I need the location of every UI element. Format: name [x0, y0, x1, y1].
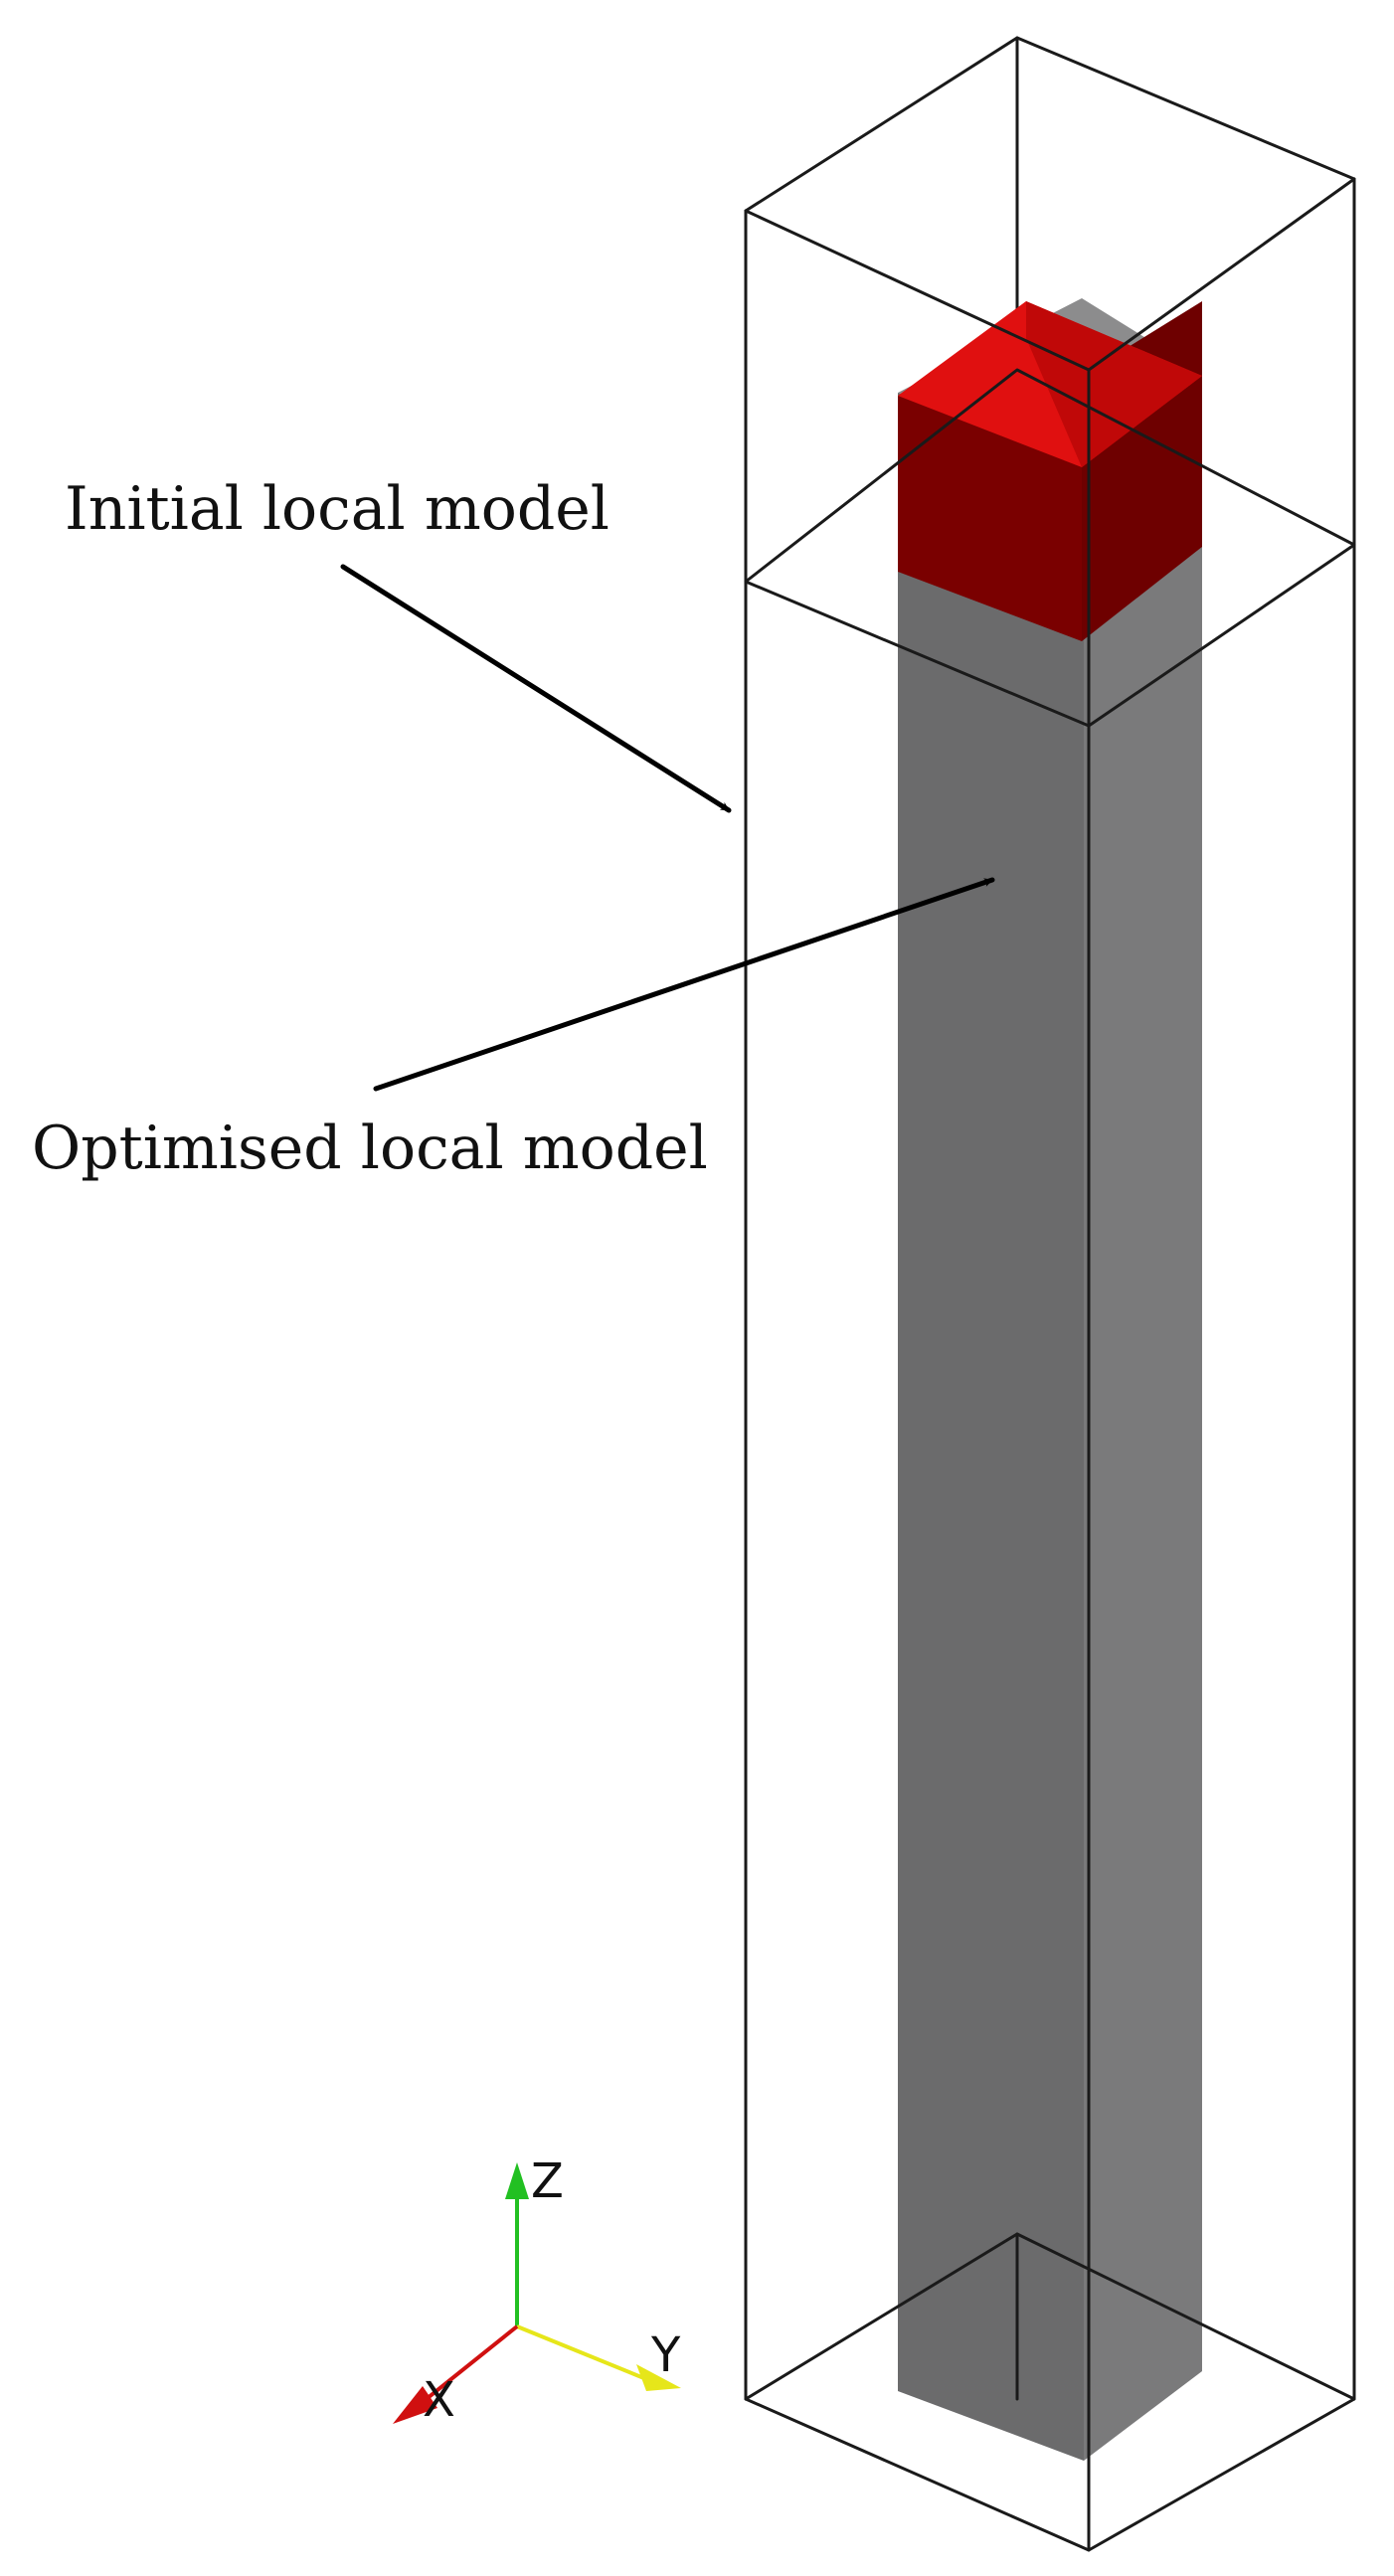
annotation-arrows — [340, 564, 995, 1092]
orientation-axes: Z Y X — [393, 2153, 681, 2428]
axis-x-arrowhead — [393, 2386, 437, 2424]
axis-z-arrowhead — [505, 2162, 529, 2199]
domain-box-front — [744, 177, 1356, 2552]
axis-z-label: Z — [531, 2153, 564, 2209]
optimised-model-front-face — [898, 393, 1084, 2461]
axis-y-label: Y — [650, 2327, 681, 2383]
arrow-initial-model — [340, 564, 732, 813]
initial-local-model — [898, 301, 1202, 641]
axis-x-line — [416, 2324, 519, 2408]
label-optimised-local-model: Optimised local model — [32, 1114, 708, 1183]
arrow-optimised-model — [373, 877, 995, 1092]
axis-y-arrowhead — [636, 2364, 681, 2391]
axis-x-label: X — [423, 2372, 455, 2428]
axis-y-line — [516, 2324, 652, 2383]
initial-model-top-face-dark — [1026, 301, 1202, 467]
optimised-local-model — [898, 298, 1202, 2461]
label-initial-local-model: Initial local model — [65, 474, 610, 544]
optimised-model-right-face — [1084, 373, 1202, 2461]
